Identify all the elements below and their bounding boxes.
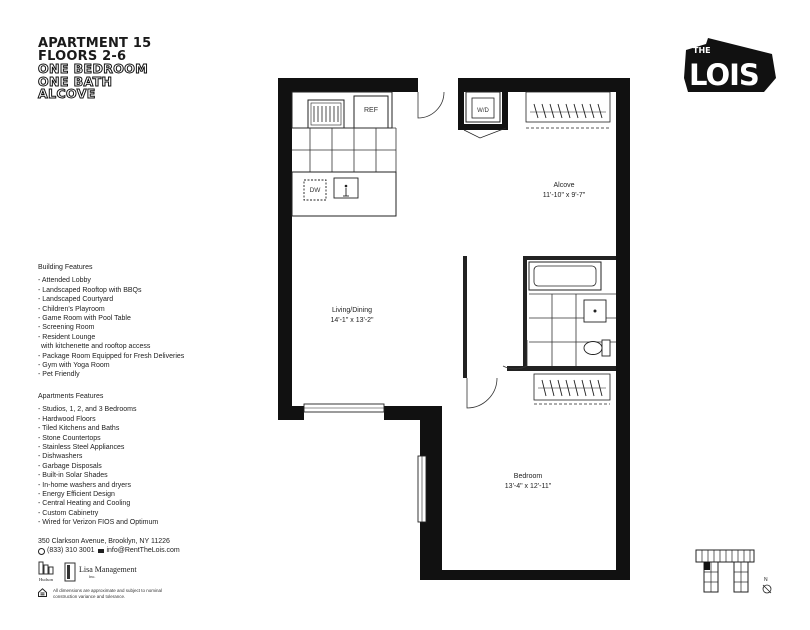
phone-number: (833) 310 3001 (47, 547, 95, 555)
refrigerator-icon (353, 95, 389, 129)
bedroom-door-icon (466, 377, 498, 409)
location-pin-icon (38, 547, 45, 555)
footer-logos: Hudson Lisa Management Inc. All dimensio… (38, 561, 162, 599)
wall-north-living (278, 78, 418, 92)
key-plan-drawing: N (695, 549, 772, 594)
list-item: - Custom Cabinetry (38, 509, 99, 517)
wall-west (278, 78, 292, 420)
unit-highlight (704, 562, 710, 570)
list-item: - Children's Playroom (38, 305, 105, 313)
bedroom-closet (533, 373, 611, 405)
kitchen-sink-icon (333, 177, 359, 199)
wall-south-living-left (278, 406, 304, 420)
wall-bath-west (523, 256, 527, 366)
stove-icon (307, 99, 345, 129)
ref-label: REF (364, 107, 378, 114)
washer-dryer-icon (465, 91, 501, 123)
wall-bath-north (523, 256, 616, 260)
the-lois-logo: THE LOIS (680, 34, 780, 101)
disclaimer-line-2: construction variance and tolerance. (53, 593, 126, 599)
list-item: - Pet Friendly (38, 371, 80, 379)
list-item: - Screening Room (38, 324, 95, 332)
bedroom-name: Bedroom (514, 473, 543, 480)
logo-lois-text: LOIS (689, 58, 759, 92)
equal-housing-icon (38, 588, 47, 597)
apartment-features: Apartments Features - Studios, 1, 2, and… (38, 392, 158, 528)
compass-label: N (764, 577, 768, 583)
living-room-dims: 14'-1" x 13'-2" (330, 317, 374, 324)
bedroom-dims: 13'-4" x 12'-11" (505, 483, 552, 490)
kitchen-tile-floor (292, 127, 397, 173)
entry-door-icon (417, 91, 445, 119)
list-item: with kitchenette and rooftop access (41, 343, 151, 351)
apartment-number: APARTMENT 15 (38, 36, 152, 51)
building-features: Building Features - Attended Lobby - Lan… (38, 263, 184, 380)
list-item: - Dishwashers (38, 453, 83, 461)
disclaimer-line-1: All dimensions are approximate and subje… (53, 588, 163, 593)
title-block: APARTMENT 15 FLOORS 2-6 ONE BEDROOM ONE … (37, 36, 152, 101)
wall-south-bedroom (420, 570, 630, 580)
alcove-name: Alcove (553, 182, 574, 189)
list-item: - Built-in Solar Shades (38, 472, 108, 480)
dishwasher-outline (303, 179, 327, 201)
wall-bedroom-north (507, 366, 616, 371)
bath-door-icon (502, 340, 528, 370)
list-item: - Attended Lobby (38, 277, 91, 285)
wall-east (616, 78, 630, 578)
building-features-heading: Building Features (38, 264, 93, 271)
list-item: - Central Heating and Cooling (38, 500, 131, 508)
wd-closet-door-icon (463, 127, 507, 139)
management-sub: Inc. (89, 574, 96, 579)
list-item: - Studios, 1, 2, and 3 Bedrooms (38, 406, 137, 414)
key-plan: N (694, 546, 786, 605)
wall-wd-closet-east (502, 90, 508, 130)
mail-icon (98, 549, 105, 554)
layout-type: ALCOVE (37, 86, 96, 101)
email-address: info@RentTheLois.com (106, 547, 180, 555)
hudson-label: Hudson (38, 577, 53, 582)
dw-label: DW (310, 187, 322, 194)
list-item: - Package Room Equipped for Fresh Delive… (38, 352, 185, 360)
wall-north-alcove (458, 78, 630, 92)
bedroom-count: ONE BEDROOM (37, 61, 149, 76)
floors: FLOORS 2-6 (38, 48, 127, 64)
wall-west-bedroom (420, 406, 442, 578)
bathroom-sink-icon (583, 299, 607, 323)
list-item: - Stainless Steel Appliances (38, 444, 125, 452)
list-item: - In-home washers and dryers (38, 481, 131, 489)
bath-count: ONE BATH (37, 73, 113, 89)
lisa-management-mark-icon (64, 562, 76, 582)
alcove-dims: 11'-10" x 9'-7" (543, 192, 586, 199)
list-item: - Hardwood Floors (38, 415, 96, 423)
living-room-name: Living/Dining (332, 307, 372, 314)
list-item: - Game Room with Pool Table (38, 315, 131, 323)
lisa-management-logo: Lisa Management Inc. (64, 562, 137, 582)
wall-wd-closet (458, 124, 508, 130)
list-item: - Garbage Disposals (38, 462, 102, 470)
list-item: - Landscaped Courtyard (38, 296, 114, 304)
list-item: - Gym with Yoga Room (38, 362, 110, 370)
list-item: - Energy Efficient Design (38, 491, 115, 499)
floor-plan: REF DW W/D (270, 70, 650, 590)
wall-entry (458, 78, 464, 130)
hudson-logo: Hudson (38, 561, 54, 582)
wd-label: W/D (477, 108, 489, 114)
toilet-icon (583, 339, 611, 357)
list-item: - Resident Lounge (38, 333, 96, 341)
management-name: Lisa Management (79, 565, 137, 574)
list-item: - Landscaped Rooftop with BBQs (38, 286, 142, 294)
compass-icon (762, 584, 772, 594)
address: 350 Clarkson Avenue, Brooklyn, NY 11226 (38, 538, 170, 545)
hudson-building-icon (38, 561, 54, 575)
apartment-features-heading: Apartments Features (38, 393, 104, 400)
bathtub-icon (528, 261, 602, 291)
list-item: - Tiled Kitchens and Baths (38, 425, 120, 433)
contact-block: 350 Clarkson Avenue, Brooklyn, NY 11226 … (38, 537, 180, 556)
list-item: - Wired for Verizon FIOS and Optimum (38, 519, 159, 527)
alcove-closet (525, 91, 611, 129)
wall-living-divider (463, 256, 467, 378)
list-item: - Stone Countertops (38, 434, 101, 442)
logo-the-text: THE (693, 46, 711, 55)
floor-plan-drawing: REF DW W/D (278, 78, 630, 580)
